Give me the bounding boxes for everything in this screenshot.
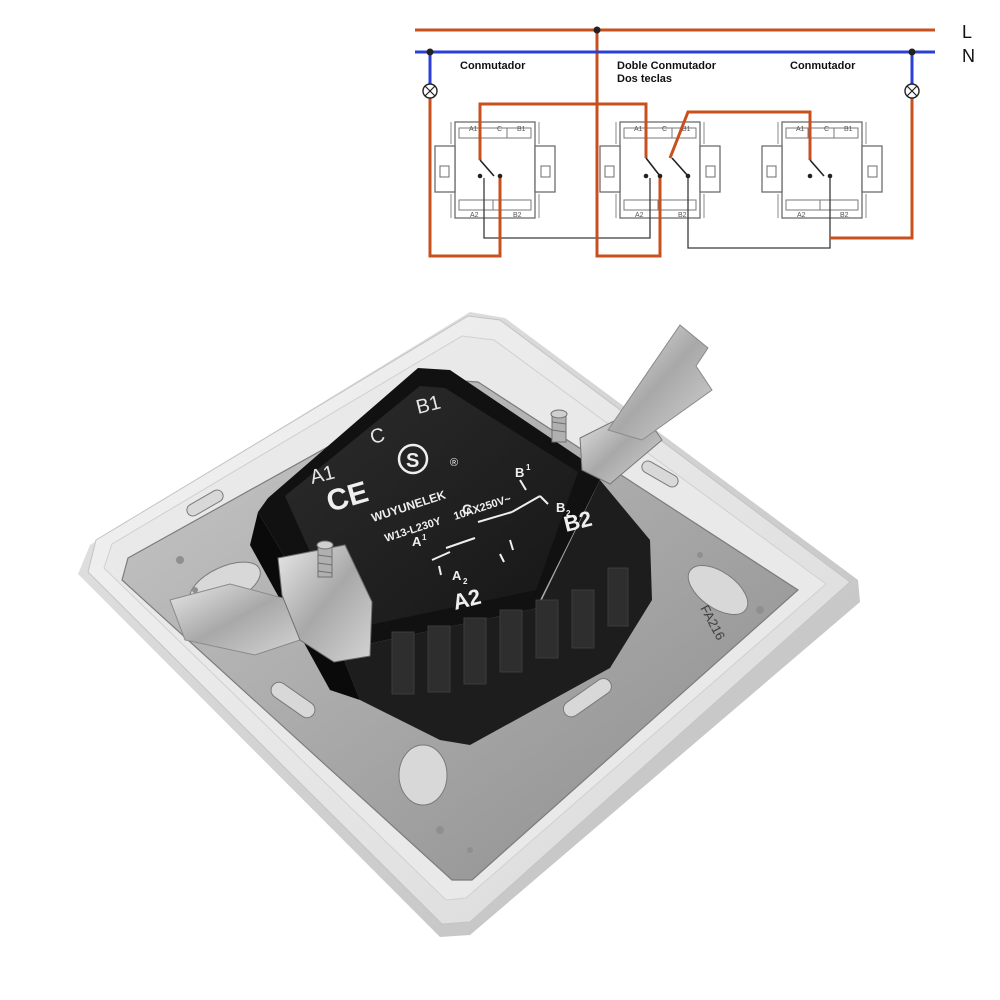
- line-label-n: N: [962, 46, 975, 66]
- terminal-labels: A1 C B1 A2 B2 A1 C B1 A2 B2 A1 C B1 A2 B…: [469, 126, 853, 219]
- registered-mark: ®: [450, 457, 458, 469]
- traveller-wires: [483, 178, 831, 249]
- switch-body-right: [761, 121, 883, 219]
- sw1-term-a2: A2: [470, 212, 479, 219]
- switch-contacts: [479, 157, 825, 177]
- schematic-a1: A: [412, 534, 422, 549]
- sw1-term-b1: B1: [517, 126, 526, 133]
- sw1-term-b2: B2: [513, 212, 522, 219]
- junction-dots: [426, 26, 916, 179]
- safety-mark-icon: S: [397, 443, 429, 475]
- switch-title-left: Conmutador: [460, 60, 526, 72]
- sw2-term-a2: A2: [635, 212, 644, 219]
- sw2-term-b2: B2: [678, 212, 687, 219]
- screw-left-icon: [316, 540, 334, 578]
- schematic-c: C: [462, 501, 472, 517]
- line-label-l: L: [962, 22, 972, 42]
- schematic-b1-sub: 1: [526, 463, 531, 472]
- schematic-b2: B: [556, 500, 565, 515]
- top-label-c: C: [368, 424, 387, 449]
- schematic-b1: B: [515, 465, 524, 480]
- schematic-a2-sub: 2: [463, 577, 468, 586]
- switch-title-center: Doble Conmutador: [617, 60, 717, 72]
- switch-body-left: [434, 121, 556, 219]
- live-wires: [415, 28, 935, 258]
- schematic-b2-sub: 2: [566, 509, 571, 518]
- sw3-term-a2: A2: [797, 212, 806, 219]
- safety-mark-letter: S: [406, 450, 419, 472]
- mounting-claw-right: [550, 324, 713, 485]
- sw3-term-b2: B2: [840, 212, 849, 219]
- sw3-term-b1: B1: [844, 126, 853, 133]
- sw1-term-c: C: [497, 126, 502, 133]
- sw3-term-a1: A1: [796, 126, 805, 133]
- lamp-right-icon: [904, 83, 920, 99]
- internal-schematic: B 1 C B 2 A 1 A 2: [412, 463, 571, 586]
- sw2-term-c: C: [662, 126, 667, 133]
- switch-title-right: Conmutador: [790, 60, 856, 72]
- switch-subtitle-center: Dos teclas: [617, 73, 672, 85]
- sw1-term-a1: A1: [469, 126, 478, 133]
- schematic-a2: A: [452, 568, 462, 583]
- lamp-left-icon: [422, 83, 438, 99]
- sw2-term-b1: B1: [682, 126, 691, 133]
- switch-mechanism: A1 C B1 CE S ® WUYUNELEK W13-L230Y 10AX2…: [250, 368, 652, 745]
- sw2-term-a1: A1: [634, 126, 643, 133]
- screw-right-icon: [550, 409, 568, 443]
- mounting-claw-left: [169, 540, 373, 663]
- neutral-wires: [415, 50, 935, 84]
- wiring-diagram: A1 C B1 A2 B2 A1 C B1 A2 B2 A1 C B1 A2 B…: [415, 22, 975, 258]
- switch-product: FA216 A1 C B1 CE S: [78, 312, 860, 937]
- sw3-term-c: C: [824, 126, 829, 133]
- schematic-a1-sub: 1: [422, 533, 427, 542]
